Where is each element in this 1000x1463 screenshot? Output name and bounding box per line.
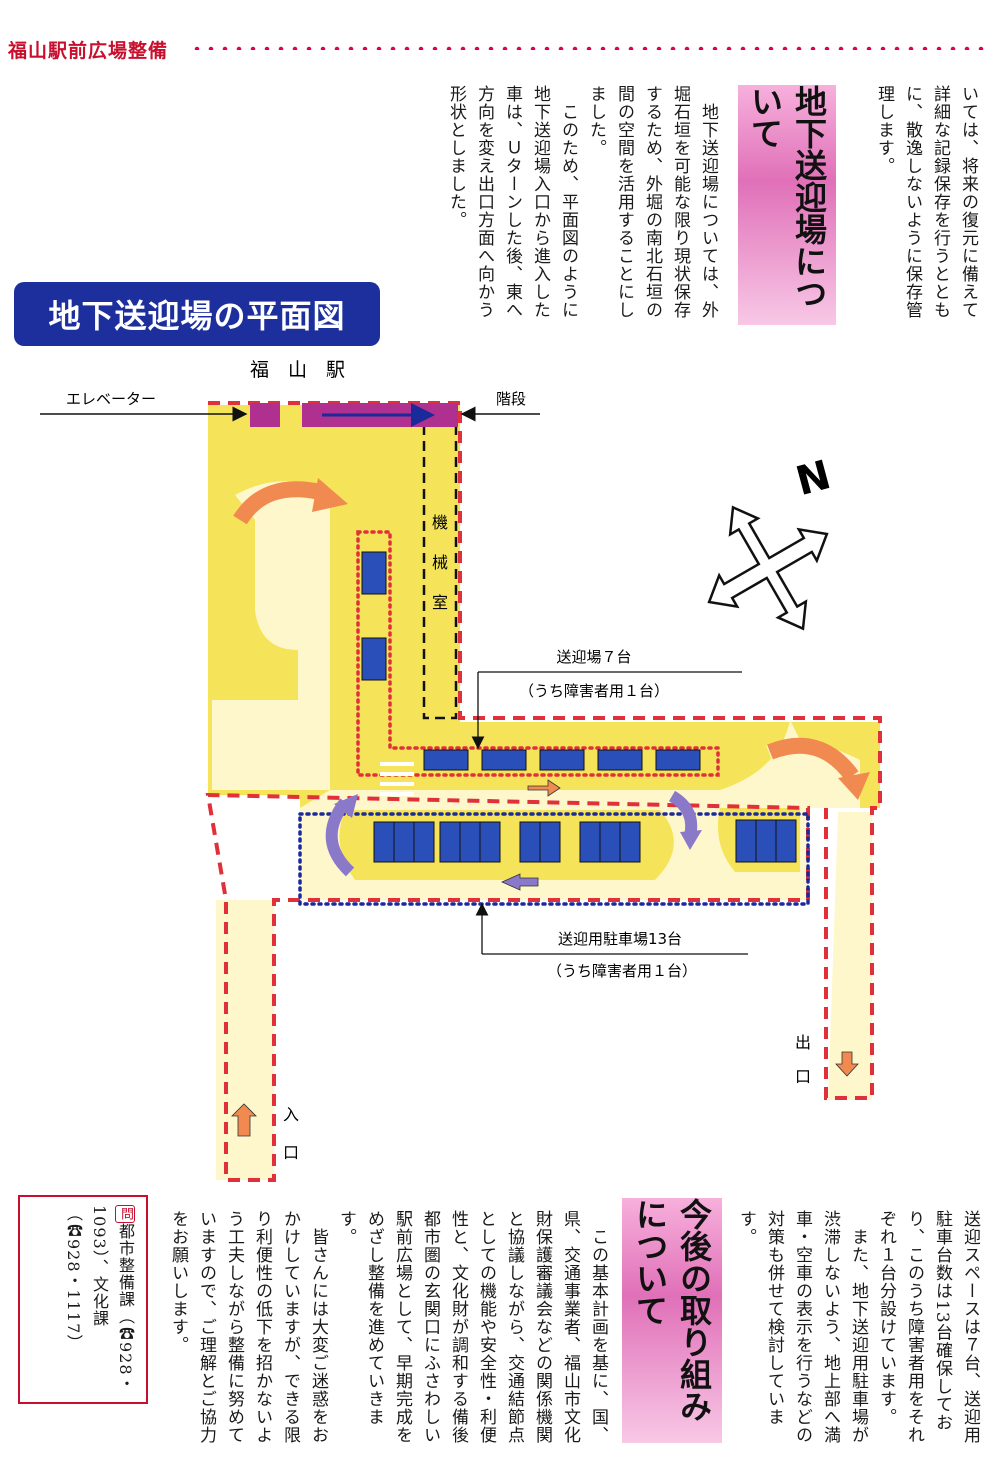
contact-box: 問都市整備課（☎928・1093）、文化課（☎928・1117） — [18, 1195, 148, 1404]
section-title: 福山駅前広場整備 — [8, 40, 169, 62]
exit-label: 出口 — [795, 1033, 811, 1086]
parking-label: 送迎用駐車場13台 — [558, 930, 682, 948]
inquiry-mark: 問 — [115, 1205, 135, 1223]
dropoff-stalls — [361, 551, 701, 771]
contact-details: 都市整備課（☎928・1093）、文化課（☎928・1117） — [64, 1205, 135, 1393]
crosswalk — [380, 762, 414, 796]
bottom-left-column: この基本計画を基に、国、県、交通事業者、福山市文化財保護審議会などの関係機関と協… — [168, 1210, 608, 1444]
elevator-label: エレベーター — [66, 390, 156, 408]
dropoff-label: 送迎場７台 — [556, 648, 631, 666]
top-right-column: いては、将来の復元に備えて詳細な記録保存を行うとともに、散逸しないように保存管理… — [874, 85, 978, 319]
flow-arrows — [231, 478, 870, 1137]
elevator-block — [250, 403, 280, 427]
parking-sublabel: （うち障害者用１台） — [547, 962, 697, 980]
bottom-right-column: 送迎スペースは７台、送迎用駐車台数は13台確保しており、このうち障害者用をそれぞ… — [736, 1210, 980, 1444]
machine-room-label: 機械室 — [432, 513, 448, 612]
floor-plan-diagram: 機械室 福 山 駅 エレベーター 階段 送迎場７台 （うち障害者用１台） 送迎用… — [40, 359, 882, 1182]
dropoff-sublabel: （うち障害者用１台） — [519, 682, 669, 700]
exit-ramp — [828, 812, 872, 1100]
contact-text: 問都市整備課（☎928・1093）、文化課（☎928・1117） — [60, 1205, 138, 1397]
north-compass-icon — [707, 505, 829, 631]
station-label: 福 山 駅 — [250, 359, 345, 381]
heading-underground-dropoff: 地下送迎場について — [738, 85, 836, 325]
north-label: N — [791, 452, 835, 505]
boundary-dashed — [205, 401, 882, 1182]
dropoff-zone — [356, 530, 720, 777]
parking-stalls — [373, 819, 797, 863]
stairs-label: 階段 — [496, 390, 526, 408]
parking-zone — [298, 812, 810, 906]
heading-future-efforts: 今後の取り組みについて — [622, 1198, 722, 1443]
entrance-label: 入口 — [283, 1105, 299, 1162]
header-dotted-rule — [190, 46, 990, 50]
plan-title: 地下送迎場の平面図 — [14, 282, 380, 346]
top-left-column: 地下送迎場については、外堀石垣を可能な限り現状保存するため、外堀の南北石垣の間の… — [446, 85, 718, 319]
